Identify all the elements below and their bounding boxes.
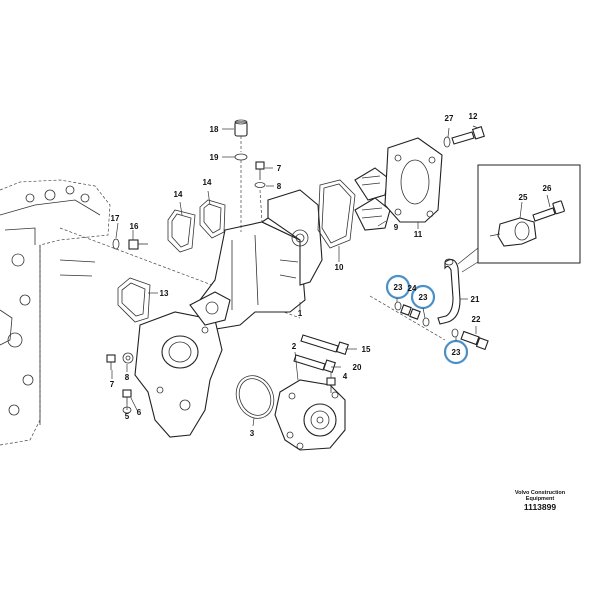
seal-part-23-c: [451, 328, 459, 338]
washer-part-8-top: [254, 182, 266, 188]
callout-23-a: 23: [394, 283, 403, 292]
callout-21: 21: [471, 295, 480, 304]
callout-18: 18: [210, 125, 219, 134]
bolt-part-7-left: [106, 354, 116, 370]
callout-14-right: 14: [203, 178, 212, 187]
callout-12: 12: [469, 112, 478, 121]
gasket-part-14b: [199, 199, 226, 239]
callout-26: 26: [543, 184, 552, 193]
thermostat-housing-part-11: [384, 137, 443, 223]
washer-part-27: [443, 136, 451, 148]
water-pump-part-2: [274, 379, 346, 451]
callout-22: 22: [472, 315, 481, 324]
callout-4: 4: [343, 372, 348, 381]
callout-8-left: 8: [125, 373, 130, 382]
bolt-part-26: [532, 200, 565, 222]
washer-part-17: [112, 238, 120, 250]
callout-7-top: 7: [277, 164, 282, 173]
drawing-number: 1113899: [523, 502, 557, 512]
callout-14-left: 14: [174, 190, 183, 199]
seal-part-23-a: [394, 301, 402, 311]
callout-3: 3: [250, 429, 255, 438]
callout-20: 20: [353, 363, 362, 372]
callout-24: 24: [408, 284, 417, 293]
callout-23-b: 23: [419, 293, 428, 302]
gasket-part-13: [117, 277, 151, 323]
detail-inset: [457, 164, 581, 273]
brand-line-2: Equipment: [525, 496, 555, 502]
callout-9: 9: [394, 223, 399, 232]
banjo-bolt-part-22: [460, 330, 489, 351]
clamp-part-25: [497, 217, 537, 247]
bolt-part-15: [300, 334, 349, 355]
coolant-pipe-part-21: [437, 258, 461, 325]
thermostat-part-9: [354, 167, 391, 231]
gasket-part-14a: [167, 209, 196, 253]
callout-5: 5: [125, 412, 130, 421]
callout-25: 25: [519, 193, 528, 202]
highlight-23-a[interactable]: [385, 274, 411, 300]
callout-1: 1: [298, 309, 303, 318]
callout-7-left: 7: [110, 380, 115, 389]
callout-6: 6: [137, 408, 142, 417]
callout-10: 10: [335, 263, 344, 272]
washer-part-8-left: [122, 352, 134, 364]
washer-part-19: [234, 153, 248, 161]
callout-16: 16: [130, 222, 139, 231]
engine-block: [0, 179, 111, 446]
bolt-part-7-top: [255, 161, 265, 180]
callout-17: 17: [111, 214, 120, 223]
fitting-part-24: [400, 304, 421, 320]
brand-line-1: Volvo Construction: [514, 490, 566, 496]
water-pump-housing: [134, 291, 231, 438]
bolt-part-6: [122, 389, 132, 404]
callout-8-top: 8: [277, 182, 282, 191]
callout-27: 27: [445, 114, 454, 123]
o-ring-part-3: [235, 375, 275, 419]
callout-19: 19: [210, 153, 219, 162]
callout-23-c: 23: [452, 348, 461, 357]
callout-11: 11: [414, 230, 423, 239]
leader-lines: [111, 125, 551, 427]
bolt-part-16: [128, 239, 148, 250]
bolt-part-20: [293, 354, 336, 373]
callout-2: 2: [292, 342, 297, 351]
callout-15: 15: [362, 345, 371, 354]
callout-13: 13: [160, 289, 169, 298]
plug-part-18: [234, 119, 248, 137]
seal-part-23-b: [422, 317, 430, 327]
callout-labels: 1 2 3 4 5 6 7 7 8 8 9 10 11 12 13 14 14 …: [110, 112, 552, 438]
gasket-part-10: [317, 179, 356, 249]
bolt-part-12: [451, 126, 485, 145]
brand-caption: Volvo Construction Equipment: [512, 490, 568, 502]
